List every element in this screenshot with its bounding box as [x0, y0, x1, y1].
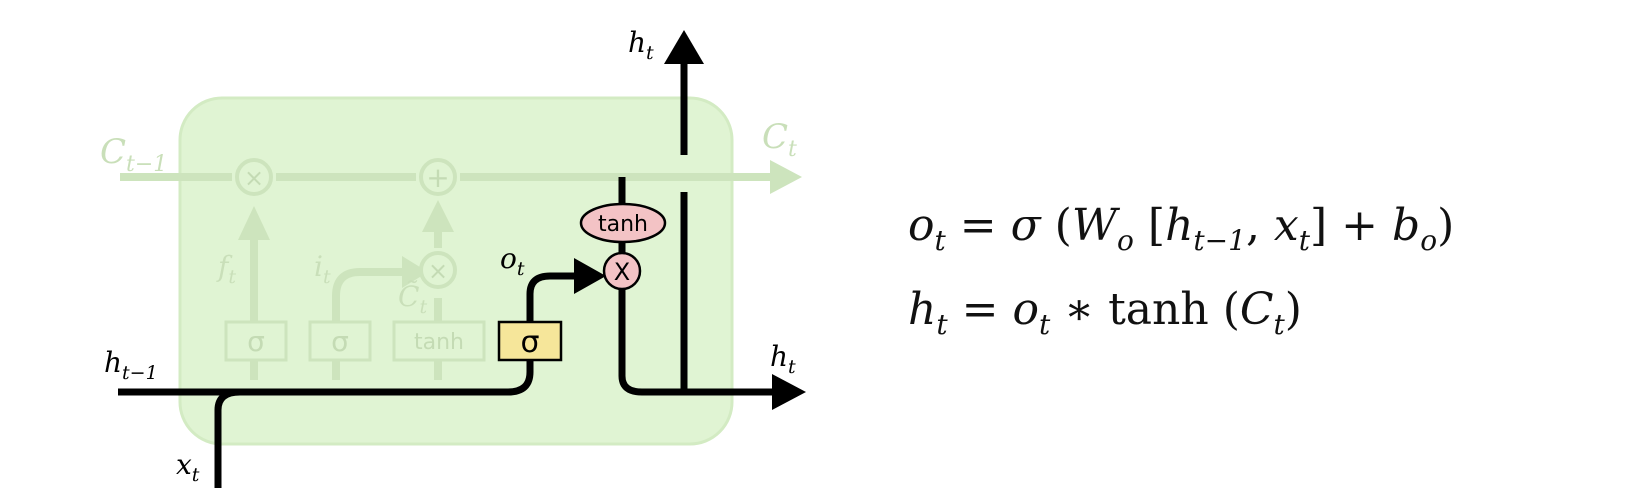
output-sigma-label: σ — [520, 325, 539, 360]
faded-forget-sigma-box — [224, 320, 288, 362]
output-gate-equation: ot = σ (Wo [ht−1, xt] + bo) — [908, 200, 1455, 257]
faded-input-multiply-symbol: × — [428, 257, 448, 285]
hidden-state-equation: ht = ot ∗ tanh (Ct) — [908, 284, 1302, 341]
faded-input-sigma-label: σ — [331, 325, 349, 358]
output-multiply-symbol: X — [614, 258, 630, 286]
faded-i-label: it — [314, 250, 331, 288]
faded-c-next-label: Ct — [762, 117, 797, 162]
tanh-oval — [579, 202, 667, 244]
tanh-oval-label: tanh — [598, 212, 648, 237]
faded-forget-multiply-node — [235, 158, 273, 196]
faded-input-multiply-node — [419, 251, 457, 289]
faded-forget-sigma-label: σ — [247, 325, 265, 358]
h-top-label: ht — [628, 26, 654, 64]
faded-add-symbol: + — [426, 161, 449, 194]
faded-add-node — [419, 158, 457, 196]
output-sigma-gate — [497, 320, 563, 362]
h-right-label: ht — [770, 340, 796, 378]
faded-forget-multiply-symbol: × — [244, 164, 264, 192]
x-label: xt — [176, 448, 200, 486]
active-paths — [118, 62, 772, 488]
h-prev-label: ht−1 — [104, 346, 158, 384]
active-arrowheads — [574, 30, 806, 410]
faded-input-sigma-box — [308, 320, 372, 362]
faded-c-tilde-label: C̃t — [398, 280, 427, 318]
faded-tanh-box — [392, 320, 486, 362]
faded-c-prev-label: Ct−1 — [100, 132, 167, 177]
faded-arrowheads — [238, 160, 802, 288]
o-label: ot — [500, 242, 525, 280]
output-multiply-node — [602, 251, 642, 291]
faded-tanh-label: tanh — [414, 330, 464, 355]
